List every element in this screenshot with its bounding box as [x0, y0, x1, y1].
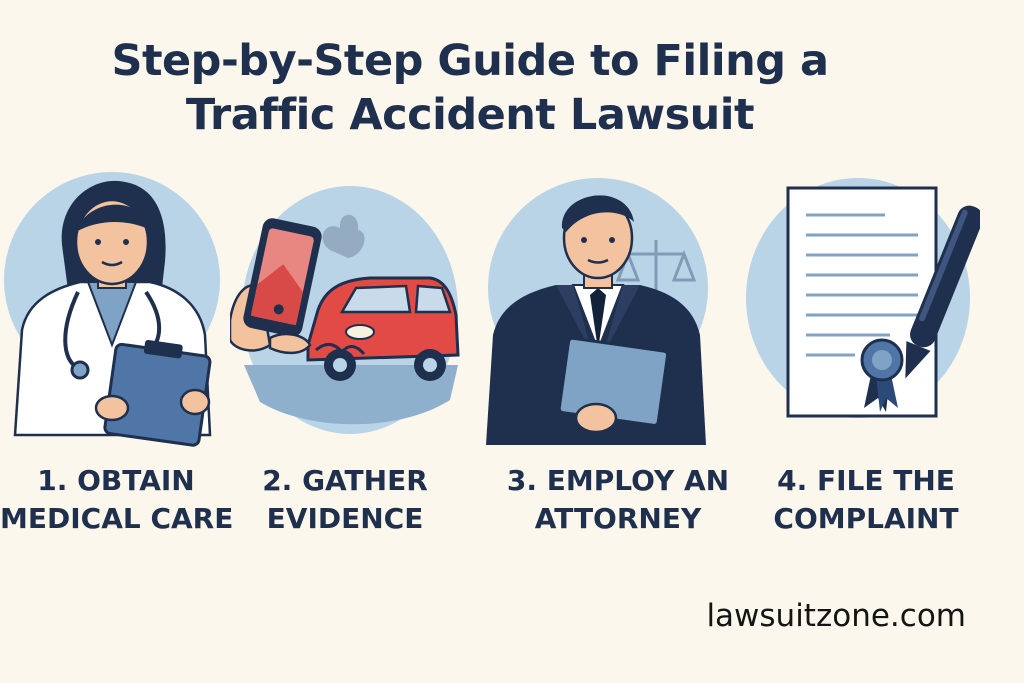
- step-4-label: 4. FILE THE COMPLAINT: [760, 462, 972, 538]
- step-1-line-2: MEDICAL CARE: [0, 502, 234, 535]
- website-url: lawsuitzone.com: [706, 598, 966, 634]
- step-4-line-2: COMPLAINT: [773, 502, 959, 535]
- step-2-line-1: 2. GATHER: [262, 464, 428, 497]
- phone-camera-car-crash-icon: [230, 186, 460, 434]
- attorney-icon: [486, 178, 708, 445]
- title-line-1: Step-by-Step Guide to Filing a: [111, 36, 829, 86]
- title-line-2: Traffic Accident Lawsuit: [185, 90, 755, 140]
- doctor-icon: [4, 172, 220, 447]
- step-2-label: 2. GATHER EVIDENCE: [245, 462, 445, 538]
- step-1-line-1: 1. OBTAIN: [37, 464, 195, 497]
- step-3-line-2: ATTORNEY: [534, 502, 702, 535]
- step-3-line-1: 3. EMPLOY AN: [506, 464, 730, 497]
- step-1-label: 1. OBTAIN MEDICAL CARE: [0, 462, 234, 538]
- page-title: Step-by-Step Guide to Filing a Traffic A…: [0, 34, 940, 142]
- step-3-label: 3. EMPLOY AN ATTORNEY: [503, 462, 733, 538]
- step-2-line-2: EVIDENCE: [266, 502, 424, 535]
- document-pen-icon: [746, 178, 980, 418]
- step-4-line-1: 4. FILE THE: [777, 464, 955, 497]
